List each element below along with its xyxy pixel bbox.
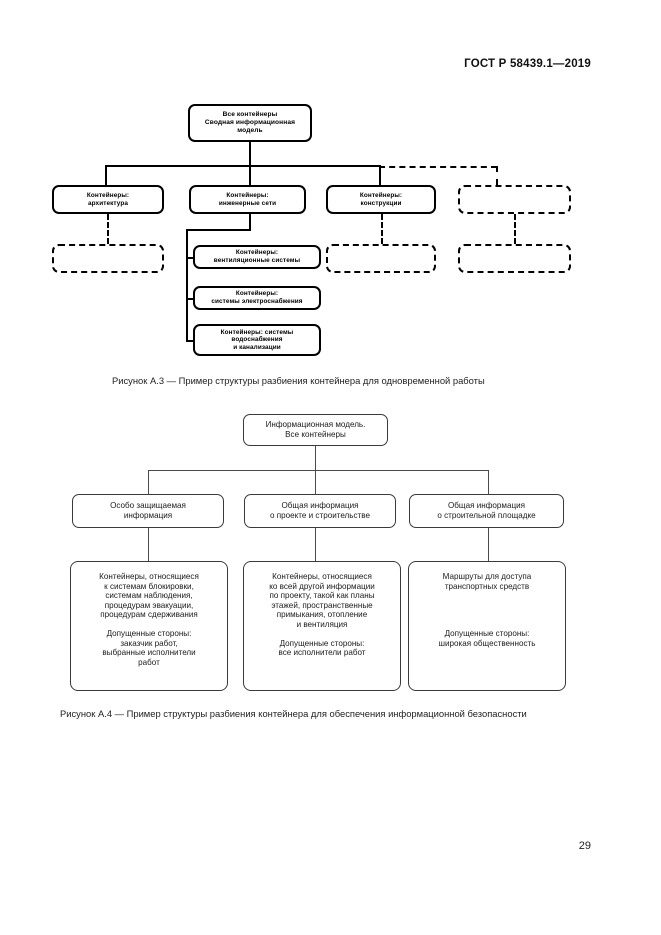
a3-root-stem: [249, 142, 251, 165]
a3-eng-stem: [249, 214, 251, 230]
a3-node-water-supply: Контейнеры: системы водоснабжения и кана…: [193, 324, 321, 356]
a3-placeholder-3: [458, 244, 571, 273]
a3-bus-dashed: [379, 166, 497, 168]
a4-bus: [148, 470, 488, 471]
a4-drop-col3: [488, 470, 489, 494]
a3-node-placeholder-top: [458, 185, 571, 214]
a4-drop2-col1: [148, 528, 149, 561]
a4-detail-project-information-text: Контейнеры, относящиеся ко всей другой и…: [269, 572, 375, 658]
a3-eng-elbow: [186, 229, 251, 231]
standard-designation: ГОСТ Р 58439.1—2019: [464, 58, 591, 70]
a3-drop-col2: [249, 165, 251, 185]
a3-node-architecture-label: Контейнеры: архитектура: [86, 191, 130, 207]
a3-drop-col1: [105, 165, 107, 185]
a4-drop2-col3: [488, 528, 489, 561]
a4-root-stem: [315, 446, 316, 470]
a4-detail-project-information: Контейнеры, относящиеся ко всей другой и…: [243, 561, 401, 691]
a4-drop-col1: [148, 470, 149, 494]
a3-node-water-supply-label: Контейнеры: системы водоснабжения и кана…: [220, 328, 294, 351]
a3-node-power-supply: Контейнеры: системы электроснабжения: [193, 286, 321, 310]
a3-node-ventilation: Контейнеры: вентиляционные системы: [193, 245, 321, 269]
a3-drop-col3: [379, 165, 381, 185]
a4-detail-site-information: Маршруты для доступа транспортных средст…: [408, 561, 566, 691]
a4-root-label: Информационная модель. Все контейнеры: [265, 420, 366, 439]
a3-root-node: Все контейнеры Сводная информационная мо…: [188, 104, 312, 142]
a3-node-power-supply-label: Контейнеры: системы электроснабжения: [211, 290, 303, 305]
a4-node-protected-information: Особо защищаемая информация: [72, 494, 224, 528]
a4-drop2-col2: [315, 528, 316, 561]
a4-root-node: Информационная модель. Все контейнеры: [243, 414, 388, 446]
a4-node-project-information: Общая информация о проекте и строительст…: [244, 494, 396, 528]
a4-node-site-information: Общая информация о строительной площадке: [409, 494, 564, 528]
a3-placeholder-2: [326, 244, 436, 273]
a3-eng-tick-2: [186, 298, 198, 300]
a3-node-engineering-label: Контейнеры: инженерные сети: [218, 191, 277, 207]
a4-detail-site-information-text: Маршруты для доступа транспортных средст…: [438, 572, 536, 648]
page-number: 29: [578, 840, 591, 852]
a3-drop2-col1: [107, 214, 109, 244]
figure-a4-caption: Рисунок А.4 — Пример структуры разбиения…: [60, 708, 527, 719]
figure-a3-caption: Рисунок А.3 — Пример структуры разбиения…: [112, 375, 485, 386]
a3-node-engineering: Контейнеры: инженерные сети: [189, 185, 306, 214]
a3-eng-spine: [186, 229, 188, 342]
a3-node-ventilation-label: Контейнеры: вентиляционные системы: [213, 249, 301, 264]
a3-eng-tick-1: [186, 257, 198, 259]
a3-drop2-col4: [514, 214, 516, 244]
a3-drop-col4: [496, 166, 498, 185]
a3-node-structures: Контейнеры: конструкции: [326, 185, 436, 214]
a3-bus-solid: [105, 165, 381, 167]
a3-node-structures-label: Контейнеры: конструкции: [359, 191, 403, 207]
a4-node-site-information-label: Общая информация о строительной площадке: [437, 501, 536, 520]
a3-eng-tick-3: [186, 340, 198, 342]
a3-placeholder-1: [52, 244, 164, 273]
a4-node-protected-information-label: Особо защищаемая информация: [110, 501, 186, 520]
a3-node-architecture: Контейнеры: архитектура: [52, 185, 164, 214]
a3-drop2-col3: [381, 214, 383, 244]
a4-node-project-information-label: Общая информация о проекте и строительст…: [270, 501, 370, 520]
a4-detail-protected-information-text: Контейнеры, относящиеся к системам блоки…: [99, 572, 199, 667]
a3-root-label: Все контейнеры Сводная информационная мо…: [204, 111, 296, 134]
a4-drop-col2: [315, 470, 316, 494]
a4-detail-protected-information: Контейнеры, относящиеся к системам блоки…: [70, 561, 228, 691]
